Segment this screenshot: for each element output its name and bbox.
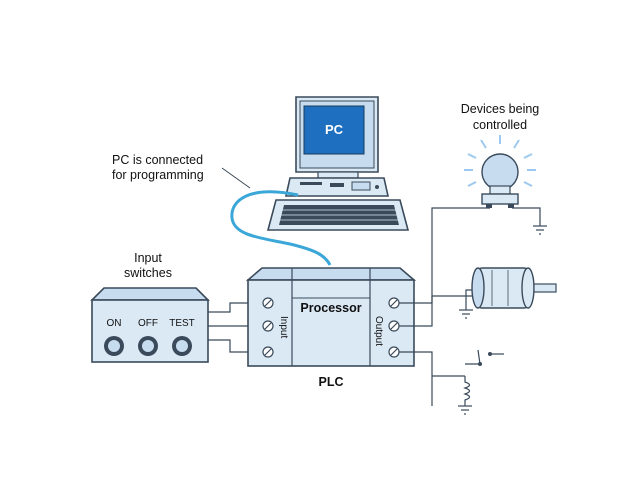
input-switches-line2: switches — [124, 266, 172, 280]
pc: PC — [266, 96, 410, 231]
programming-cable — [230, 190, 332, 266]
switch-label-test: TEST — [169, 318, 195, 329]
input-switches-line1: Input — [134, 251, 162, 265]
pc-note-line1: PC is connected — [112, 153, 203, 167]
off-button — [138, 336, 158, 356]
test-button — [172, 336, 192, 356]
output-module-label: Output — [373, 316, 384, 346]
lamp-device — [464, 135, 536, 208]
plc-label: PLC — [319, 375, 344, 389]
input-terminals — [262, 297, 274, 358]
computer-case — [285, 177, 389, 197]
output-terminals — [388, 297, 400, 358]
keyboard — [266, 199, 410, 231]
switch-label-on: ON — [107, 318, 122, 329]
relay-contact — [478, 352, 492, 366]
note-leader-line — [221, 167, 251, 189]
pc-note-line2: for programming — [112, 168, 204, 182]
input-switch-box: ON OFF TEST — [90, 287, 210, 363]
switch-label-off: OFF — [138, 318, 158, 329]
motor-device — [471, 267, 557, 309]
pc-screen-label: PC — [325, 122, 344, 137]
output-wires — [399, 207, 547, 415]
on-button — [104, 336, 124, 356]
input-module-label: Input — [278, 316, 289, 338]
processor-label: Processor — [300, 301, 361, 315]
plc-unit: Processor Input Output — [245, 267, 417, 367]
devices-label-line2: controlled — [473, 118, 527, 132]
monitor-screen — [303, 105, 365, 155]
devices-label-line1: Devices being — [461, 102, 540, 116]
